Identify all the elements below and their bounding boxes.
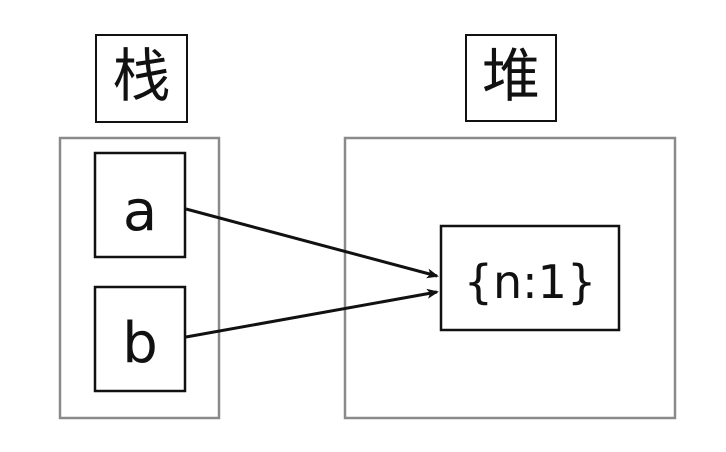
stack-title: 栈	[95, 34, 188, 123]
heap-title: 堆	[465, 34, 557, 122]
stack-title-text: 栈	[112, 42, 170, 110]
heap-title-text: 堆	[482, 42, 540, 110]
stack-region	[58, 136, 221, 420]
heap-region	[343, 136, 677, 420]
variable-a-box	[93, 151, 187, 259]
heap-object-box	[439, 224, 621, 332]
stack-variable-a: a	[93, 151, 187, 259]
heap-object-label: {n:1}	[464, 255, 596, 309]
arrow-a-to-object	[185, 207, 439, 279]
heap-title-box	[465, 34, 557, 122]
stack-title-box	[95, 34, 188, 123]
heap-object: {n:1}	[439, 224, 621, 332]
arrow-b-to-object	[185, 288, 439, 339]
stack-variable-b: b	[93, 285, 187, 393]
variable-b-box	[93, 285, 187, 393]
variable-b-label: b	[122, 311, 158, 376]
variable-a-label: a	[123, 179, 157, 244]
